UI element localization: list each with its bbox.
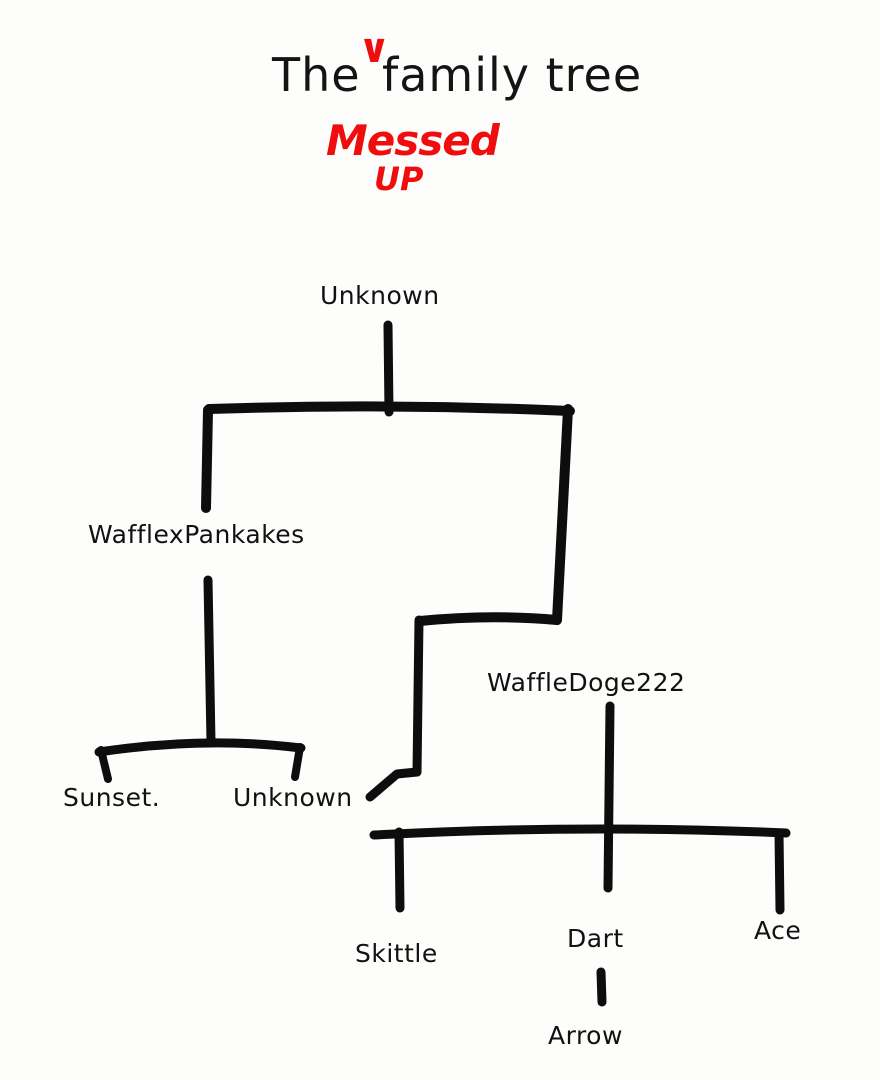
node-unknown-root[interactable]: Unknown — [320, 281, 440, 310]
page-title: family tree — [382, 48, 643, 102]
bus-generation-2 — [204, 401, 575, 416]
partner-riser — [412, 615, 424, 777]
partner-bus-top — [415, 612, 562, 626]
edge-root-stem — [383, 320, 394, 417]
node-arrow[interactable]: Arrow — [548, 1021, 623, 1050]
node-waffledoge222[interactable]: WaffleDoge222 — [487, 668, 686, 697]
edge-wafflexpankakes-stem — [203, 575, 216, 747]
edge-to-sunset — [97, 746, 112, 783]
bus-generation-3 — [94, 738, 306, 757]
node-wafflexpankakes[interactable]: WafflexPankakes — [88, 520, 305, 549]
edge-to-skittle — [394, 827, 405, 913]
node-unknown-spouse[interactable]: Unknown — [233, 783, 353, 812]
node-skittle[interactable]: Skittle — [355, 939, 438, 968]
edge-to-waffledoge222 — [552, 404, 573, 625]
partner-hook — [365, 767, 422, 802]
node-sunset[interactable]: Sunset. — [63, 783, 161, 812]
node-dart[interactable]: Dart — [567, 924, 624, 953]
edge-waffledoge222-stem — [603, 701, 615, 893]
edge-to-unknown-spouse — [291, 743, 304, 781]
caret-insertion-icon: ∨ — [358, 26, 391, 72]
annotation-messed: Messed — [326, 116, 500, 165]
annotation-up: UP — [374, 160, 424, 198]
edge-to-wafflexpankakes — [201, 405, 213, 513]
edge-to-arrow — [596, 967, 607, 1007]
edge-to-ace — [774, 828, 785, 915]
node-ace[interactable]: Ace — [754, 916, 802, 945]
title-word-the: The — [272, 48, 361, 102]
bus-generation-4 — [369, 824, 791, 840]
